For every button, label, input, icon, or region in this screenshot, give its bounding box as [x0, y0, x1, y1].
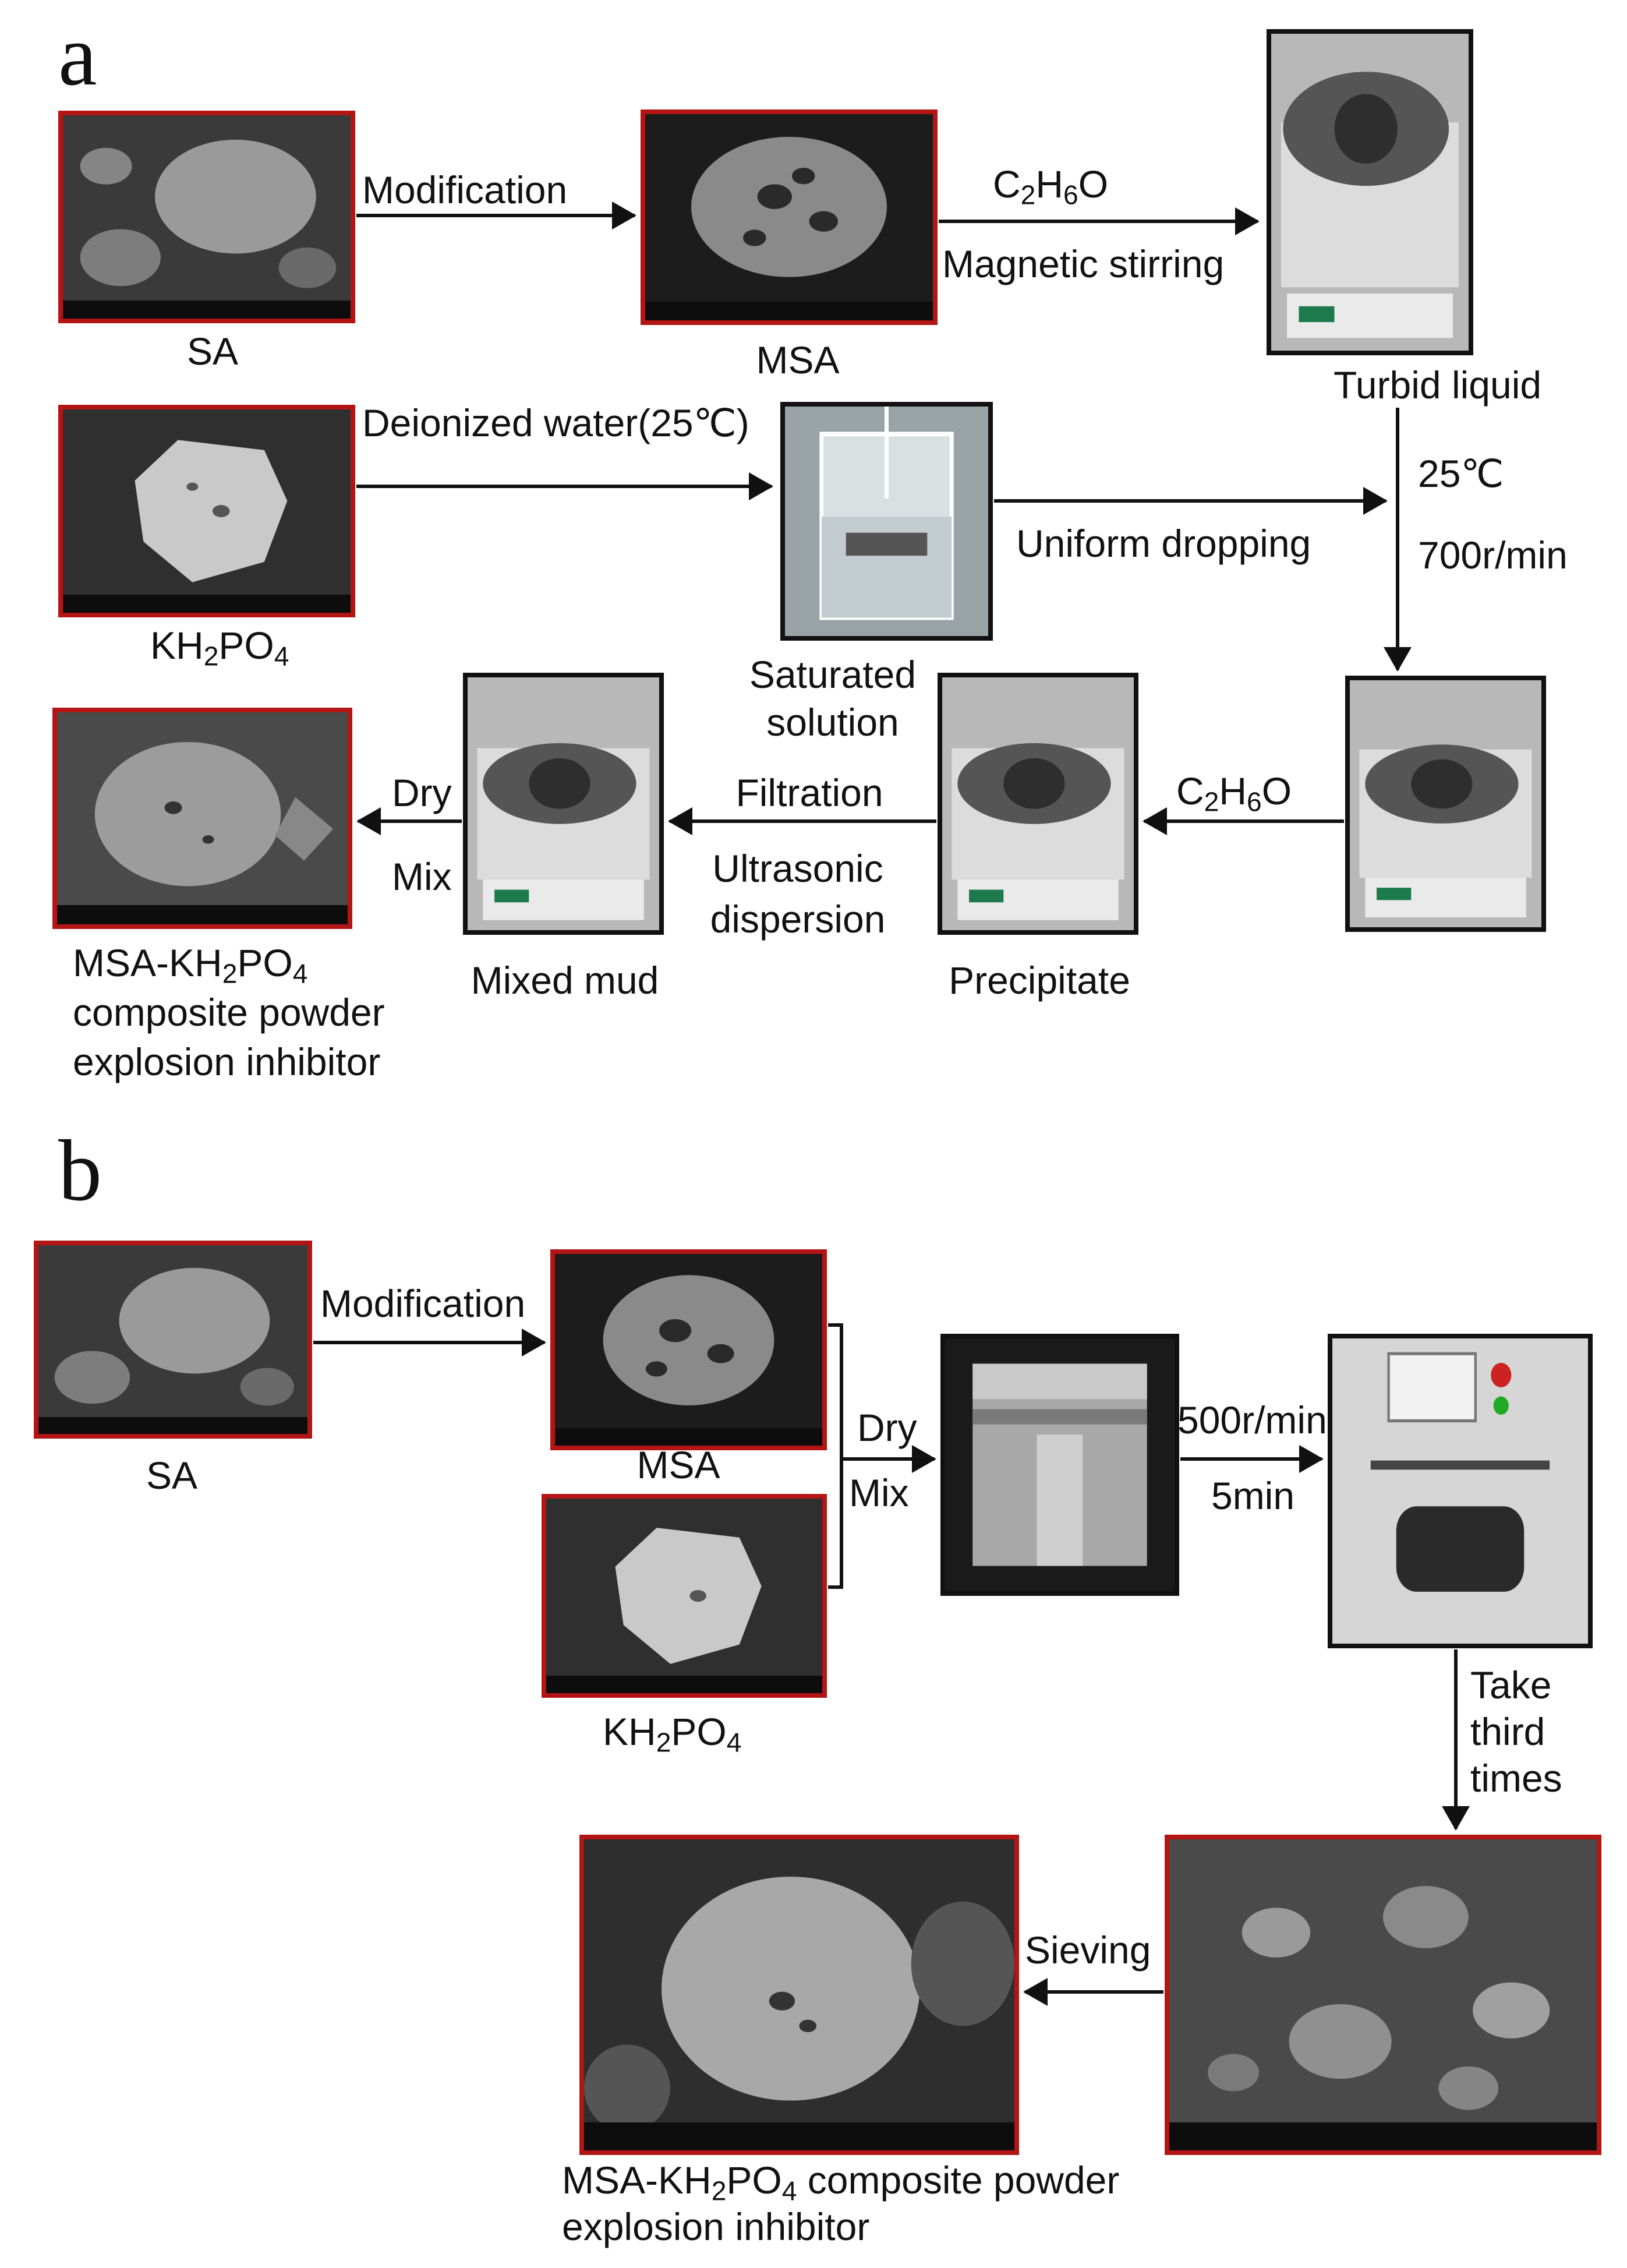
arrow-label-sieving: Sieving [1025, 1928, 1151, 1972]
label-result-a-line2: composite powder [73, 991, 385, 1034]
label-kh2po4-b: KH2PO4 [603, 1710, 742, 1758]
arrow-label-take-1: Take [1470, 1663, 1552, 1707]
label-saturated-1: Saturated [749, 653, 917, 696]
arrow-label-deionized-water: Deionized water(25℃) [362, 401, 749, 444]
stirrer-photo-turbid [1267, 29, 1473, 355]
msa-sem-image-a [641, 109, 938, 325]
arrow-label-modification-a: Modification [362, 168, 568, 211]
arrow-label-speed-a: 700r/min [1418, 534, 1568, 577]
msa-sem-image-b [550, 1249, 827, 1450]
composite-sem-image-a [52, 708, 352, 929]
kh2po4-sem-image-b [542, 1494, 827, 1698]
saturated-solution-photo [780, 402, 993, 641]
label-result-b-line2: explosion inhibitor [562, 2205, 870, 2248]
label-mixed-mud: Mixed mud [471, 959, 659, 1002]
label-kh2po4-a: KH2PO4 [150, 624, 289, 672]
label-sa-b: SA [146, 1454, 198, 1497]
arrow-label-dry-a: Dry [392, 771, 452, 814]
arrow-label-temp: 25℃ [1418, 452, 1504, 495]
arrow-label-dry-b: Dry [857, 1406, 917, 1449]
arrow-label-take-3: times [1470, 1757, 1562, 1800]
composite-sem-image-b [579, 1835, 1019, 2155]
panel-b-letter: b [58, 1122, 102, 1219]
bracket-msa-kh2po4 [828, 1323, 843, 1589]
arrow-label-mix-b: Mix [849, 1471, 909, 1514]
arrow-label-mix-a: Mix [392, 855, 452, 898]
milled-powder-sem-image [1165, 1835, 1601, 2155]
arrow-label-c2h6o-a1: C2H6O [993, 162, 1109, 210]
arrow-label-filtration: Filtration [735, 771, 883, 814]
label-result-a-line1: MSA-KH2PO4 [73, 941, 308, 989]
label-sa-a: SA [186, 330, 239, 373]
arrow-label-time: 5min [1211, 1474, 1295, 1517]
mill-jar-photo [940, 1334, 1179, 1596]
stirrer-photo-2 [1345, 676, 1546, 932]
arrow-label-ultrasonic-1: Ultrasonic [712, 847, 883, 890]
precipitate-photo [938, 673, 1138, 935]
arrow-label-c2h6o-a2: C2H6O [1176, 769, 1292, 817]
label-saturated-2: solution [766, 701, 899, 744]
label-precipitate: Precipitate [949, 959, 1130, 1002]
arrow-label-ultrasonic-2: dispersion [710, 898, 886, 941]
mixer-machine-photo [1328, 1334, 1593, 1648]
panel-a-letter: a [58, 7, 97, 104]
label-msa-b: MSA [636, 1443, 720, 1486]
label-msa-a: MSA [756, 338, 840, 381]
mixed-mud-photo [463, 673, 664, 935]
arrow-label-modification-b: Modification [320, 1282, 526, 1325]
label-result-b-line1: MSA-KH2PO4 composite powder [562, 2159, 1120, 2206]
arrow-label-speed-b: 500r/min [1177, 1398, 1327, 1442]
sa-sem-image [58, 111, 355, 323]
arrow-label-uniform-dropping: Uniform dropping [1016, 522, 1311, 565]
kh2po4-sem-image-a [58, 405, 355, 617]
sa-sem-image-b [34, 1241, 312, 1439]
label-turbid-liquid: Turbid liquid [1334, 363, 1542, 407]
arrow-label-take-2: third [1470, 1710, 1545, 1753]
label-result-a-line3: explosion inhibitor [73, 1040, 381, 1083]
arrow-label-magnetic-stirring: Magnetic stirring [942, 242, 1225, 285]
